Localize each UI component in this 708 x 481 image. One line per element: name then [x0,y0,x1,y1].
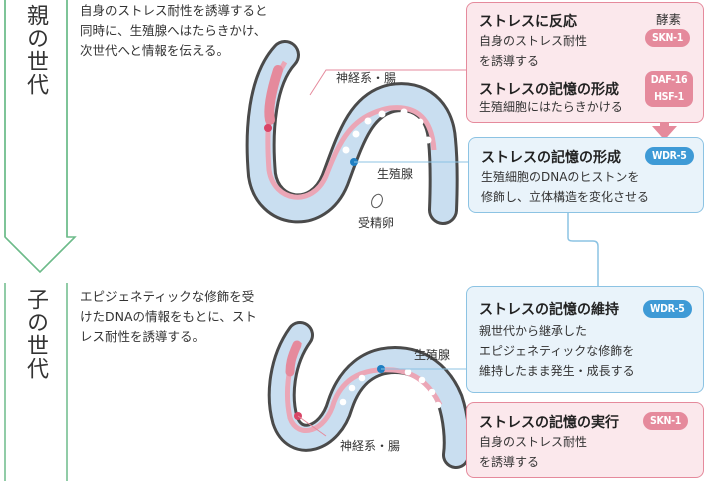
parent-description: 自身のストレス耐性を誘導すると 同時に、生殖腺へはたらきかけ、 次世代へと情報を… [80,3,268,58]
memory-formation-body: 生殖細胞にはたらきかける [479,100,623,114]
memory-execution-body: 自身のストレス耐性 を誘導する [479,435,588,469]
child-description: エピジェネティックな修飾を受 けたDNAの情報をもとに、スト レス耐性を誘導する… [80,289,257,344]
parent-gonad-label: 生殖腺 [377,167,414,181]
wdr5-badge: WDR-5 [643,300,692,318]
memory-formation-wdr5-title: ストレスの記憶の形成 [481,150,621,166]
parent-generation-label: 親の世代 [23,4,48,96]
fertilized-egg-icon [371,193,383,209]
memory-formation-wdr5-body: 生殖細胞のDNAのヒストンを 修飾し、立体構造を変化させる [481,170,650,204]
parent-pink-box: ストレスに反応 酵素 SKN-1 自身のストレス耐性 を誘導する ストレスの記憶… [466,2,704,123]
blue-leader-lines [354,161,468,370]
memory-formation-title: ストレスの記憶の形成 [479,82,619,98]
child-worm [267,321,471,469]
child-blue-box: ストレスの記憶の維持 WDR-5 親世代から継承した エピジェネティックな修飾を… [466,286,704,393]
enzyme-label: 酵素 [656,12,682,27]
skn1-badge: SKN-1 [645,29,691,47]
skn1-badge: SKN-1 [643,412,689,430]
pink-leader-lines [297,69,470,437]
parent-blue-box: ストレスの記憶の形成 WDR-5 生殖細胞のDNAのヒストンを 修飾し、立体構造… [468,137,704,213]
memory-execution-title: ストレスの記憶の実行 [479,415,619,431]
memory-maintenance-body: 親世代から継承した エピジェネティックな修飾を 維持したまま発生・成長する [479,324,635,378]
parent-worm [245,40,459,225]
stress-reaction-body: 自身のストレス耐性 を誘導する [479,34,588,68]
child-generation-label: 子の世代 [23,288,48,380]
parent-neural-label: 神経系・腸 [336,71,397,85]
child-pink-box: ストレスの記憶の実行 SKN-1 自身のストレス耐性 を誘導する [466,402,704,478]
wdr5-badge: WDR-5 [645,147,694,165]
stress-reaction-title: ストレスに反応 [479,14,577,30]
generation-arrow [4,0,77,274]
fertilized-egg-label: 受精卵 [358,216,395,230]
child-gonad-label: 生殖腺 [414,348,451,362]
memory-maintenance-title: ストレスの記憶の維持 [479,302,619,318]
memory-connector-line [567,213,599,286]
child-neural-label: 神経系・腸 [340,439,401,453]
daf16-hsf1-badge: DAF-16 HSF-1 [645,71,693,107]
